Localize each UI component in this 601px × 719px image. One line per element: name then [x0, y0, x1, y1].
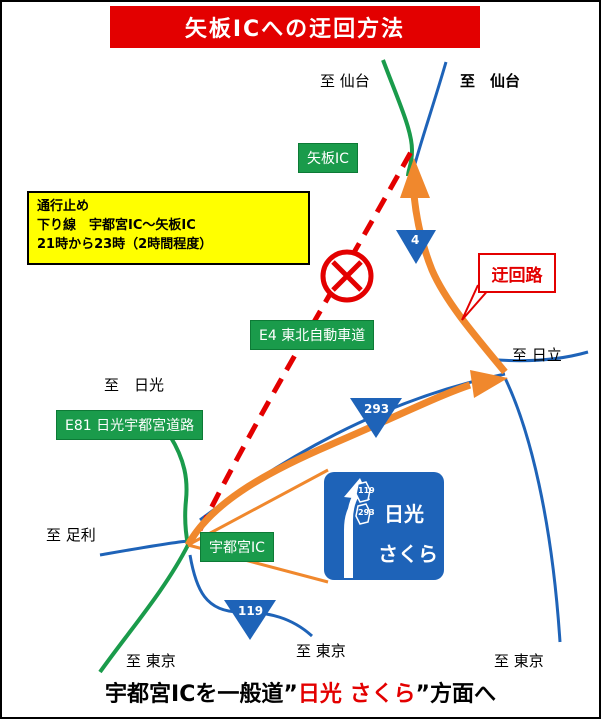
- guide-sign-nikko: 日光: [384, 502, 424, 526]
- road-ashikaga-blue: [99, 539, 189, 557]
- guide-sign-sakura: さくら: [378, 542, 438, 566]
- road-sendai-blue: [410, 61, 448, 176]
- sign-e81-nikko-utsunomiya: E81 日光宇都宮道路: [56, 410, 204, 440]
- expressway-e4-south: [98, 544, 190, 674]
- route-119-shield: [224, 600, 276, 640]
- notice-line-3: 21時から23時（2時間程度）: [37, 237, 213, 252]
- road-hitachi-blue: [497, 350, 589, 363]
- route-4-shield: [396, 230, 436, 264]
- expressway-e4-north: [381, 59, 415, 177]
- sign-yaita-ic: 矢板IC: [298, 143, 358, 173]
- bottom-highlight: 日光 さくら: [297, 682, 416, 707]
- expressway-e81: [168, 434, 190, 546]
- dest-tokyo-left: 至 東京: [126, 652, 176, 670]
- detour-route-4: [410, 194, 508, 375]
- detour-label: 迂回路: [478, 253, 556, 293]
- detour-arrow-east: [470, 370, 508, 398]
- bottom-prefix: 宇都宮ICを一般道”: [105, 682, 298, 707]
- guide-shield-293: 293: [358, 508, 375, 517]
- bottom-suffix: ”方面へ: [415, 682, 496, 707]
- notice-line-2: 下り線 宇都宮IC～矢板IC: [37, 218, 196, 233]
- route-4-number: 4: [411, 233, 420, 247]
- dest-tokyo-mid: 至 東京: [296, 642, 346, 660]
- page-title: 矢板ICへの迂回方法: [110, 6, 480, 48]
- bottom-instruction: 宇都宮ICを一般道”日光 さくら”方面へ: [0, 676, 601, 708]
- detour-label-pointer: [461, 284, 491, 321]
- sign-utsunomiya-ic: 宇都宮IC: [200, 532, 274, 562]
- dest-tokyo-right: 至 東京: [494, 652, 544, 670]
- guide-shield-119: 119: [358, 486, 375, 495]
- closure-notice: 通行止め 下り線 宇都宮IC～矢板IC 21時から23時（2時間程度）: [27, 191, 310, 265]
- detour-route-293: [184, 381, 472, 547]
- route-293-shield: [350, 398, 402, 438]
- road-tokyo-right-blue: [503, 377, 562, 643]
- sign-e4-tohoku: E4 東北自動車道: [250, 320, 375, 350]
- route-119-number: 119: [238, 604, 264, 618]
- detour-arrow-north: [400, 158, 430, 198]
- dest-hitachi: 至 日立: [512, 346, 562, 364]
- dest-sendai-right: 至 仙台: [460, 72, 521, 90]
- no-entry-cross-icon: [320, 249, 374, 303]
- dest-ashikaga: 至 足利: [46, 526, 96, 544]
- guide-sign-arrow-icon: [324, 472, 444, 580]
- dest-nikko: 至 日光: [104, 376, 165, 394]
- dest-sendai-left: 至 仙台: [320, 72, 370, 90]
- notice-line-1: 通行止め: [37, 199, 90, 214]
- route-293-number: 293: [364, 402, 390, 416]
